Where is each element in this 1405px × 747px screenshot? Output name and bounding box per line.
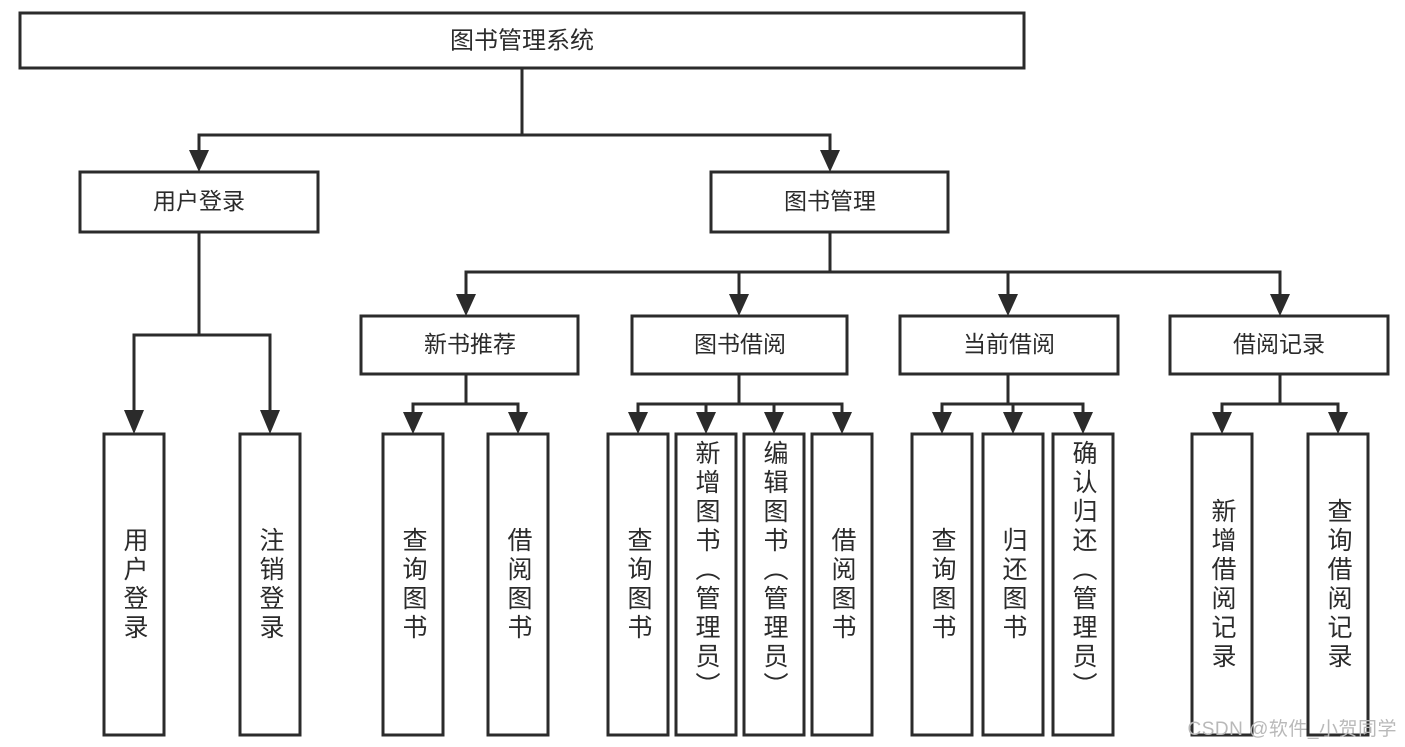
leaf-rect-cb-3[interactable] (1051, 432, 1115, 737)
arrow-head-leaf-bb-2 (696, 412, 716, 434)
leaf-rect-cb-1[interactable] (910, 432, 974, 737)
leaf-rect-nbr-1[interactable] (381, 432, 445, 737)
arrow-head-leaf-cb-3 (1073, 412, 1093, 434)
node-book-borrow[interactable]: 图书借阅 (630, 314, 849, 376)
node-user-login-rect (78, 170, 320, 234)
arrow-head-leaf-cb-2 (1003, 412, 1023, 434)
node-book-borrow-rect (630, 314, 849, 376)
arrow-head-book-mgmt (820, 150, 840, 172)
node-borrow-records-label: 借阅记录 (1233, 331, 1325, 357)
leaf-rect-br-2[interactable] (1306, 432, 1370, 737)
node-root-book-management-system[interactable]: 图书管理系统 (18, 11, 1026, 70)
arrow-head-new-book-recommend (456, 294, 476, 316)
arrow-head-leaf-bb-3 (764, 412, 784, 434)
arrow-head-leaf-bb-1 (628, 412, 648, 434)
arrow-head-leaf-br-1 (1212, 412, 1232, 434)
node-root-label: 图书管理系统 (450, 27, 594, 54)
arrow-head-book-borrow (729, 294, 749, 316)
connector-group-new-book-recommend (403, 372, 528, 434)
node-borrow-records[interactable]: 借阅记录 (1168, 314, 1390, 376)
leaf-rect-user-login-1[interactable] (102, 432, 166, 737)
arrow-head-leaf-br-2 (1328, 412, 1348, 434)
connector-group-current-borrow (932, 372, 1093, 434)
connector-group-user-login (124, 230, 280, 434)
connector-group-borrow-records (1212, 372, 1348, 434)
connector-group-book-borrow (628, 372, 852, 434)
leaf-rect-bb-2[interactable] (674, 432, 738, 737)
arrow-head-leaf-nbr-1 (403, 412, 423, 434)
arrow-head-leaf-nbr-2 (508, 412, 528, 434)
arrow-head-leaf-cb-1 (932, 412, 952, 434)
arrow-head-current-borrow (998, 294, 1018, 316)
node-book-management[interactable]: 图书管理 (709, 170, 950, 234)
leaf-rect-user-login-2[interactable] (238, 432, 302, 737)
leaf-rect-cb-2[interactable] (981, 432, 1045, 737)
node-new-book-recommend[interactable]: 新书推荐 (359, 314, 580, 376)
leaf-rect-bb-1[interactable] (606, 432, 670, 737)
node-current-borrow[interactable]: 当前借阅 (898, 314, 1120, 376)
connector-group-book-mgmt (456, 230, 1290, 316)
arrow-head-leaf-bb-4 (832, 412, 852, 434)
node-book-management-rect (709, 170, 950, 234)
connector-group-root (189, 66, 840, 172)
arrow-head-leaf-user-login-2 (260, 410, 280, 434)
node-current-borrow-label: 当前借阅 (963, 331, 1055, 357)
csdn-watermark: CSDN @软件_小贺同学 (1187, 719, 1397, 740)
node-root-rect (18, 11, 1026, 70)
arrow-head-leaf-user-login-1 (124, 410, 144, 434)
leaf-rect-bb-3[interactable] (742, 432, 806, 737)
arrow-head-borrow-records (1270, 294, 1290, 316)
node-borrow-records-rect (1168, 314, 1390, 376)
leaf-rect-bb-4[interactable] (810, 432, 874, 737)
node-current-borrow-rect (898, 314, 1120, 376)
node-book-borrow-label: 图书借阅 (694, 331, 786, 357)
node-new-book-recommend-rect (359, 314, 580, 376)
node-user-login[interactable]: 用户登录 (78, 170, 320, 234)
node-book-management-label: 图书管理 (784, 188, 876, 214)
node-new-book-recommend-label: 新书推荐 (424, 331, 516, 357)
leaf-rect-br-1[interactable] (1190, 432, 1254, 737)
leaf-rect-nbr-2[interactable] (486, 432, 550, 737)
arrow-head-user-login (189, 150, 209, 172)
node-user-login-label: 用户登录 (153, 188, 245, 214)
